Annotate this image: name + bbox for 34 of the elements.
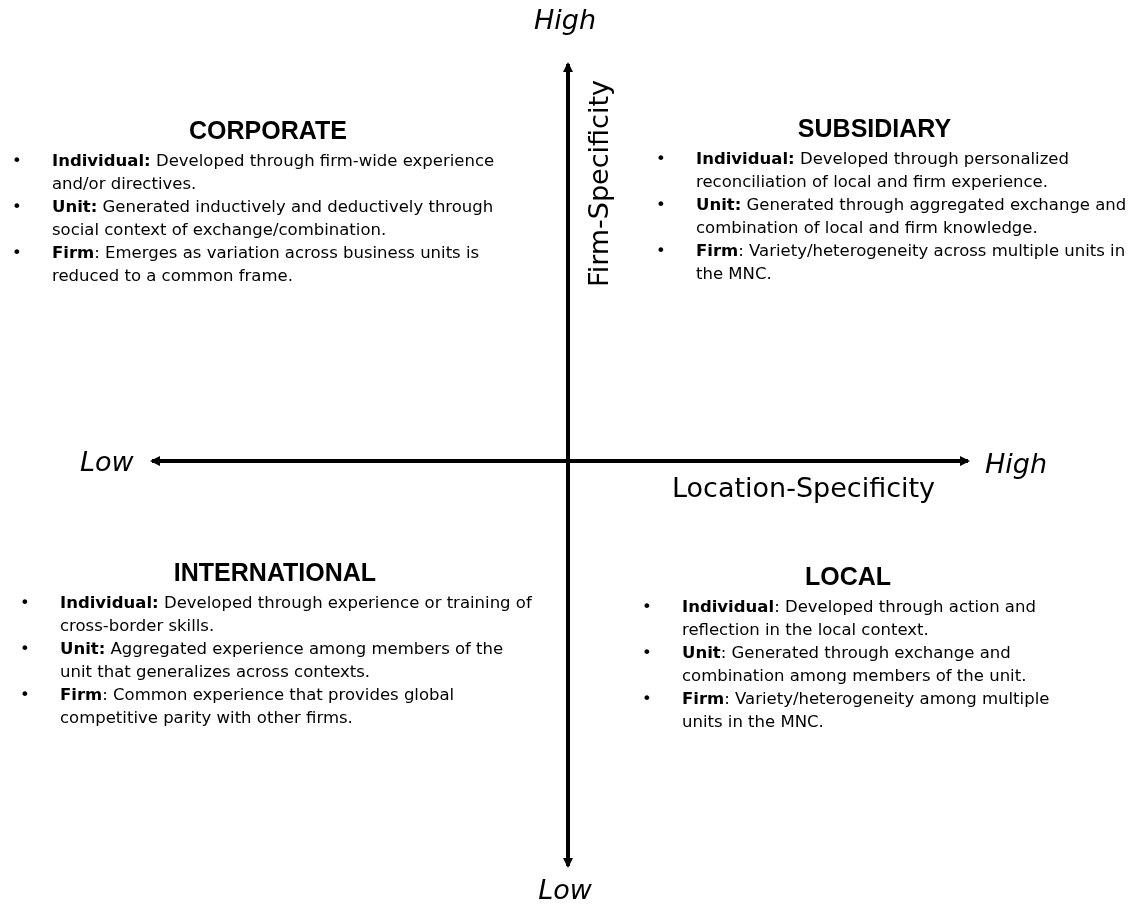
bullet-text: Individual: Developed through experience or training of cross-border skills. (60, 592, 533, 637)
bullet-marker: • (656, 194, 666, 216)
bullet-marker: • (642, 642, 652, 664)
bullet-marker: • (656, 148, 666, 170)
axis-title: Firm-Specificity (583, 80, 614, 287)
bullet-text: Individual: Developed through firm-wide experience and/or directives. (52, 150, 496, 195)
bullet-text: Firm: Common experience that provides global competitive parity with other firms. (60, 684, 456, 729)
quadrant-heading: INTERNATIONAL (172, 558, 378, 587)
bullet-marker: • (20, 684, 30, 706)
bullet-marker: • (12, 150, 22, 172)
bullet-text: Individual: Developed through personalized reconciliation of local and firm experience. (696, 148, 1070, 193)
bullet-marker: • (642, 596, 652, 618)
bullet-marker: • (12, 196, 22, 218)
bullet-text: Unit: Generated through aggregated exchange and combination of local and firm knowledge. (696, 194, 1128, 239)
bullet-marker: • (12, 242, 22, 264)
bullet-text: Firm: Emerges as variation across business units is reduced to a common frame. (52, 242, 481, 287)
bullet-text: Firm: Variety/heterogeneity across multiple units in the MNC. (696, 240, 1127, 285)
axis-title: Location-Specificity (672, 472, 936, 503)
bullet-marker: • (656, 240, 666, 262)
axis-end-label: High (533, 4, 597, 35)
bullet-marker: • (20, 592, 30, 614)
quadrant-heading: CORPORATE (188, 116, 348, 145)
bullet-text: Firm: Variety/heterogeneity among multiple units in the MNC. (682, 688, 1051, 733)
bullet-marker: • (642, 688, 652, 710)
bullet-text: Unit: Aggregated experience among members of the unit that generalizes across contexts. (60, 638, 505, 683)
bullet-marker: • (20, 638, 30, 660)
axis-end-label: Low (538, 874, 592, 905)
bullet-text: Individual: Developed through action and reflection in the local context. (682, 596, 1037, 641)
quadrant-heading: LOCAL (803, 562, 893, 591)
bullet-text: Unit: Generated inductively and deductively through social context of exchange/combination. (52, 196, 495, 241)
quadrant-heading: SUBSIDIARY (796, 114, 953, 143)
axis-end-label: High (985, 448, 1048, 479)
axis-end-label: Low (80, 446, 134, 477)
bullet-text: Unit: Generated through exchange and combination among members of the unit. (682, 642, 1028, 687)
